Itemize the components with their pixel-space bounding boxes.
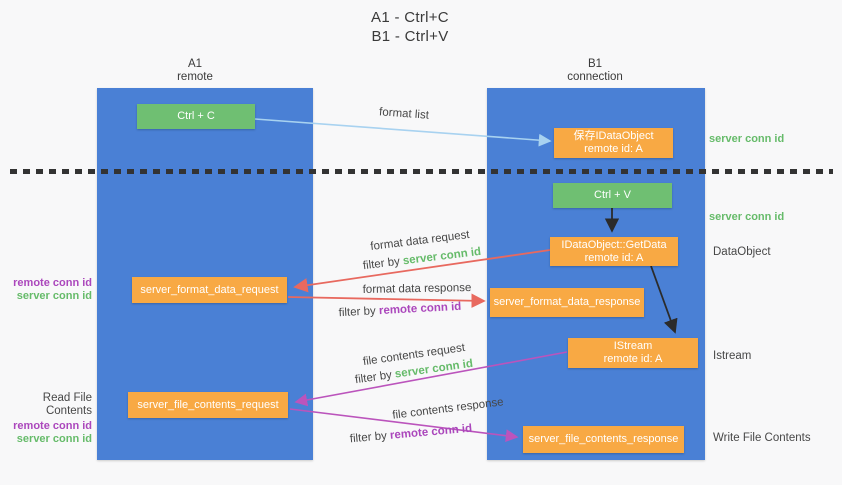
getdata-box: IDataObject::GetData remote id: A [550,237,678,266]
save-idataobject-line2: remote id: A [584,143,643,155]
server-conn-id-label-mid: server conn id [709,211,785,223]
ctrl-v-label: Ctrl + V [594,189,631,201]
save-idataobject-line1: 保存IDataObject [573,130,654,142]
server-file-contents-request-box: server_file_contents_request [128,392,288,418]
left-conn-id-group-2: Read File Contents remote conn id server… [0,392,92,446]
server-format-data-response-label: server_format_data_response [493,296,641,308]
read-file-contents-label: Read File Contents [42,392,92,417]
server-file-contents-request-label: server_file_contents_request [137,398,279,411]
server-format-data-request-label: server_format_data_request [140,283,279,296]
ctrl-c-label: Ctrl + C [177,110,215,122]
filter-by-prefix: filter by [338,305,380,320]
server-file-contents-response-label: server_file_contents_response [528,433,679,445]
left-conn-id-group-1: remote conn id server conn id [0,277,92,303]
format-list-label: format list [378,106,430,122]
column-b1-subtitle: connection [567,71,623,83]
istream-box: IStream remote id: A [568,338,698,368]
format-data-response-label: format data response [362,282,472,296]
server-file-contents-response-box: server_file_contents_response [523,426,684,453]
filter-by-remote-conn-id-label-1: filter by remote conn id [338,301,461,319]
phase-divider-dotted-line [10,169,833,174]
save-idataobject-box: 保存IDataObject remote id: A [554,128,673,158]
column-header-b1: B1 connection [535,58,655,84]
remote-conn-id-label: remote conn id [13,277,92,289]
istream-side-label: Istream [713,350,752,362]
ctrl-c-box: Ctrl + C [137,104,255,129]
remote-conn-id-highlight: remote conn id [378,300,462,318]
filter-by-prefix: filter by [362,255,404,273]
column-b1-name: B1 [587,58,603,70]
column-a1-name: A1 [187,58,203,70]
filter-by-prefix: filter by [354,368,396,387]
column-a1-subtitle: remote [177,71,213,83]
server-format-data-request-box: server_format_data_request [132,277,287,303]
write-file-contents-label: Write File Contents [713,432,811,444]
filter-by-prefix: filter by [349,429,391,446]
remote-conn-id-highlight: remote conn id [389,422,473,442]
server-conn-id-label: server conn id [16,290,92,302]
istream-line2: remote id: A [603,353,663,365]
remote-conn-id-label: remote conn id [13,420,92,432]
istream-line1: IStream [613,340,653,352]
title-line-b1: B1 - Ctrl+V [371,28,449,45]
server-conn-id-highlight: server conn id [402,245,482,268]
ctrl-v-box: Ctrl + V [553,183,672,208]
filter-by-remote-conn-id-label-2: filter by remote conn id [349,423,472,446]
column-header-a1: A1 remote [135,58,255,84]
title-line-a1: A1 - Ctrl+C [371,9,449,26]
dataobject-label: DataObject [713,246,771,258]
getdata-line1: IDataObject::GetData [561,238,667,251]
server-conn-id-label: server conn id [16,433,92,445]
server-conn-id-label-top: server conn id [709,133,785,145]
diagram-title: A1 - Ctrl+C B1 - Ctrl+V [310,8,510,46]
getdata-line2: remote id: A [584,251,644,264]
server-format-data-response-box: server_format_data_response [490,288,644,317]
